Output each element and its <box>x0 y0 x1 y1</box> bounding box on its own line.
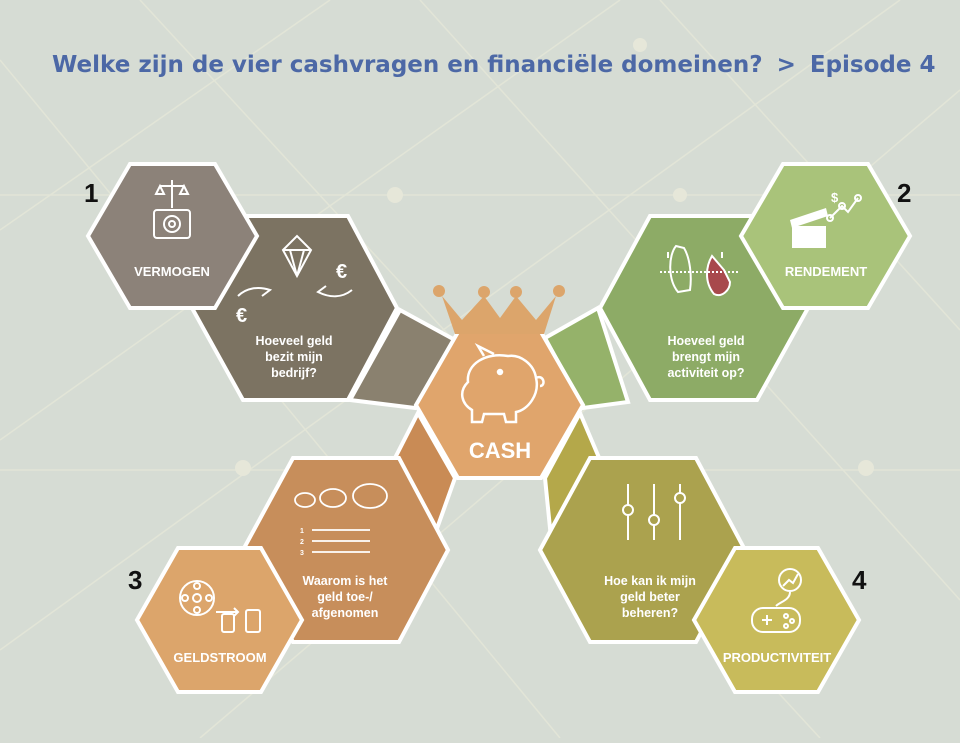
crown-icon <box>433 285 565 334</box>
hexagon-geldstroom <box>134 546 305 694</box>
hexagon-productiviteit <box>691 546 862 694</box>
background-dots <box>235 38 874 476</box>
geldstroom-question-text: Waarom is het geld toe-/ afgenomen <box>303 574 389 620</box>
svg-text:brengt mijn: brengt mijn <box>672 350 740 364</box>
film-reel-coins-icon <box>179 580 261 633</box>
piggy-banks-list-icon <box>294 483 388 553</box>
domain-number-1: 1 <box>84 178 98 208</box>
productiviteit-label: PRODUCTIVITEIT <box>723 650 831 665</box>
svg-text:Hoeveel geld: Hoeveel geld <box>667 334 744 348</box>
title-episode: Episode 4 <box>809 52 936 78</box>
rendement-question-text: Hoeveel geld brengt mijn activiteit op? <box>667 334 744 380</box>
svg-text:geld beter: geld beter <box>620 590 680 604</box>
vermogen-question-text: Hoeveel geld bezit mijn bedrijf? <box>255 334 332 380</box>
hexagon-vermogen <box>85 162 260 310</box>
domain-number-3: 3 <box>128 565 142 595</box>
svg-text:geld toe-/: geld toe-/ <box>317 590 373 604</box>
diamond-euro-hands-icon <box>237 234 353 298</box>
domain-number-2: 2 <box>897 178 911 208</box>
cash-label: CASH <box>469 438 531 463</box>
dollar-sign: $ <box>831 190 839 205</box>
piggy-bank-icon <box>460 342 545 424</box>
title-question: Welke zijn de vier cashvragen en financi… <box>52 52 763 78</box>
svg-text:Waarom is het: Waarom is het <box>303 574 389 588</box>
sliders-icon <box>622 484 686 540</box>
hexagon-productiviteit-question <box>537 456 748 644</box>
euro-sign-right: € <box>336 261 347 283</box>
clapper-chart-icon <box>790 194 862 248</box>
svg-text:3: 3 <box>300 550 304 557</box>
productiviteit-question-text: Hoe kan ik mijn geld beter beheren? <box>604 574 696 620</box>
svg-text:1: 1 <box>300 528 304 535</box>
svg-text:beheren?: beheren? <box>622 606 678 620</box>
svg-text:Hoeveel geld: Hoeveel geld <box>255 334 332 348</box>
list-numbers: 1 2 3 <box>300 528 304 557</box>
svg-text:bezit mijn: bezit mijn <box>265 350 323 364</box>
svg-text:bedrijf?: bedrijf? <box>271 366 317 380</box>
euro-sign-left: € <box>236 305 247 327</box>
rendement-label: RENDEMENT <box>785 264 867 279</box>
geldstroom-label: GELDSTROOM <box>173 650 266 665</box>
svg-text:afgenomen: afgenomen <box>312 606 379 620</box>
svg-text:2: 2 <box>300 539 304 546</box>
scale-safe-icon <box>153 180 191 239</box>
page-title: Welke zijn de vier cashvragen en financi… <box>52 52 935 78</box>
vermogen-label: VERMOGEN <box>134 264 210 279</box>
svg-text:Hoe kan ik mijn: Hoe kan ik mijn <box>604 574 696 588</box>
gamepad-growth-icon <box>751 568 802 633</box>
title-separator: > <box>776 52 796 78</box>
domain-number-4: 4 <box>852 565 867 595</box>
svg-text:activiteit op?: activiteit op? <box>667 366 744 380</box>
hands-sprout-icon <box>660 244 740 296</box>
